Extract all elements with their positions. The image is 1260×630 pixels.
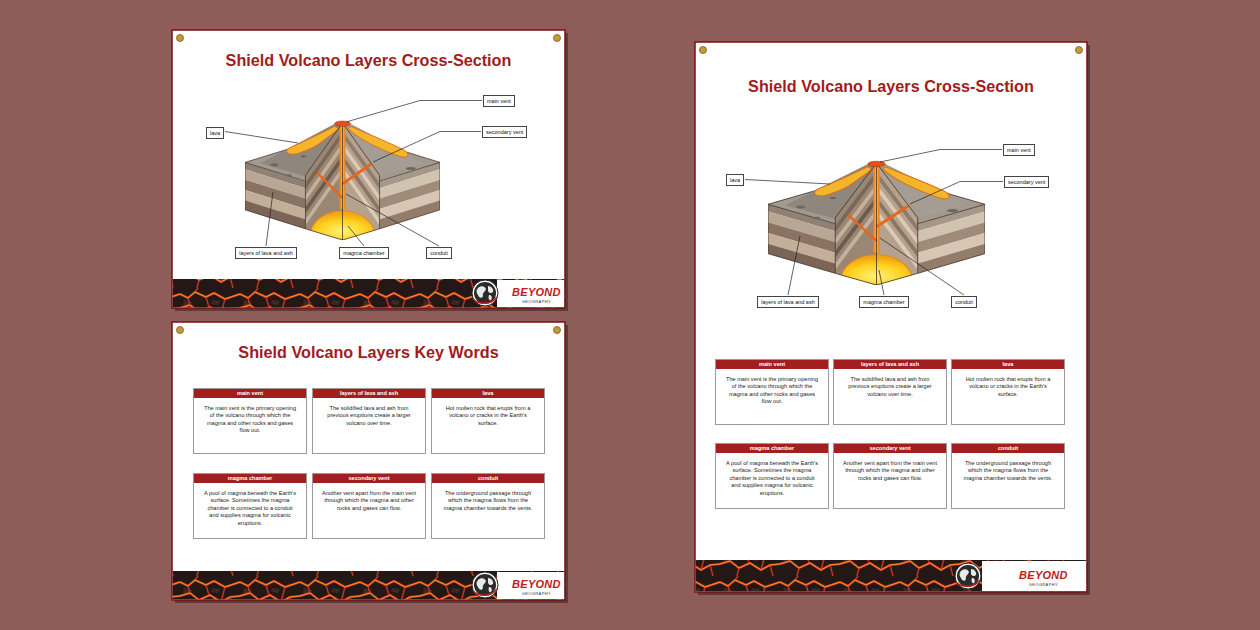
keyword-card: lavaHot molten rock that erupts from a v… bbox=[951, 359, 1065, 425]
card-definition: Hot molten rock that erupts from a volca… bbox=[432, 398, 544, 432]
logo-wordmark: BEYOND bbox=[512, 286, 561, 298]
card-heading: magma chamber bbox=[716, 444, 828, 453]
part-label: layers of lava and ash bbox=[235, 247, 297, 259]
part-label: secondary vent bbox=[482, 126, 527, 138]
card-heading: main vent bbox=[194, 389, 306, 398]
part-label: layers of lava and ash bbox=[757, 296, 819, 308]
keyword-card: main ventThe main vent is the primary op… bbox=[715, 359, 829, 425]
card-heading: lava bbox=[432, 389, 544, 398]
card-heading: lava bbox=[952, 360, 1064, 369]
part-label: conduit bbox=[951, 296, 977, 308]
leader-lines bbox=[745, 150, 1003, 296]
keyword-card: layers of lava and ashThe solidified lav… bbox=[312, 388, 426, 454]
globe-icon bbox=[472, 572, 498, 598]
poster-sheet bbox=[172, 322, 568, 603]
poster-title: Shield Volcano Layers Key Words bbox=[172, 341, 565, 363]
logo-subtitle: GEOGRAPHY bbox=[1029, 582, 1058, 587]
poster-sheet bbox=[695, 42, 1090, 595]
card-heading: layers of lava and ash bbox=[313, 389, 425, 398]
globe-icon bbox=[955, 563, 981, 589]
pin bbox=[554, 35, 561, 42]
part-label: main vent bbox=[1003, 144, 1035, 156]
part-label: magma chamber bbox=[859, 296, 908, 308]
card-definition: Another vent apart from the main vent th… bbox=[313, 483, 425, 517]
lava-footer bbox=[696, 560, 1087, 591]
poster-sheet bbox=[172, 30, 568, 311]
poster-title: Shield Volcano Layers Cross-Section bbox=[172, 49, 565, 71]
card-heading: conduit bbox=[952, 444, 1064, 453]
keyword-card: secondary ventAnother vent apart from th… bbox=[833, 443, 947, 509]
pin bbox=[177, 327, 184, 334]
poster: Shield Volcano Layers Cross-Section main … bbox=[172, 30, 565, 308]
keyword-card: lavaHot molten rock that erupts from a v… bbox=[431, 388, 545, 454]
card-definition: A pool of magma beneath the Earth's surf… bbox=[194, 483, 306, 532]
card-definition: The main vent is the primary opening of … bbox=[194, 398, 306, 440]
poster: Shield Volcano Layers Key Words main vent… bbox=[172, 322, 565, 600]
card-heading: magma chamber bbox=[194, 474, 306, 483]
card-heading: secondary vent bbox=[313, 474, 425, 483]
lava-footer bbox=[173, 571, 565, 599]
poster-title: Shield Volcano Layers Cross-Section bbox=[695, 75, 1087, 97]
keyword-card: layers of lava and ashThe solidified lav… bbox=[833, 359, 947, 425]
card-definition: The main vent is the primary opening of … bbox=[716, 369, 828, 411]
card-definition: The solidified lava and ash from previou… bbox=[834, 369, 946, 403]
part-label: secondary vent bbox=[1004, 176, 1049, 188]
keyword-card: main ventThe main vent is the primary op… bbox=[193, 388, 307, 454]
part-label: lava bbox=[726, 174, 744, 186]
keyword-card: secondary ventAnother vent apart from th… bbox=[312, 473, 426, 539]
part-label: conduit bbox=[426, 247, 452, 259]
volcano-illustration bbox=[245, 121, 440, 240]
logo-subtitle: GEOGRAPHY bbox=[522, 591, 551, 596]
card-definition: The underground passage through which th… bbox=[432, 483, 544, 517]
card-heading: main vent bbox=[716, 360, 828, 369]
poster: Shield Volcano Layers Cross-Section main … bbox=[695, 42, 1087, 592]
part-label: lava bbox=[206, 127, 224, 139]
part-label: magma chamber bbox=[339, 247, 388, 259]
card-definition: Another vent apart from the main vent th… bbox=[834, 453, 946, 487]
pin bbox=[554, 327, 561, 334]
logo-subtitle: GEOGRAPHY bbox=[522, 299, 551, 304]
keyword-card: conduitThe underground passage through w… bbox=[951, 443, 1065, 509]
logo-wordmark: BEYOND bbox=[1019, 569, 1068, 581]
globe-icon bbox=[472, 280, 498, 306]
card-heading: secondary vent bbox=[834, 444, 946, 453]
keyword-card: magma chamberA pool of magma beneath the… bbox=[715, 443, 829, 509]
pin bbox=[1076, 47, 1083, 54]
keyword-card: magma chamberA pool of magma beneath the… bbox=[193, 473, 307, 539]
leader-lines bbox=[225, 101, 482, 247]
card-definition: A pool of magma beneath the Earth's surf… bbox=[716, 453, 828, 502]
card-heading: conduit bbox=[432, 474, 544, 483]
logo-wordmark: BEYOND bbox=[512, 578, 561, 590]
pin bbox=[700, 47, 707, 54]
card-definition: Hot molten rock that erupts from a volca… bbox=[952, 369, 1064, 403]
card-heading: layers of lava and ash bbox=[834, 360, 946, 369]
card-definition: The underground passage through which th… bbox=[952, 453, 1064, 487]
part-label: main vent bbox=[483, 95, 515, 107]
card-definition: The solidified lava and ash from previou… bbox=[313, 398, 425, 432]
volcano-illustration bbox=[768, 161, 985, 285]
lava-footer bbox=[173, 279, 565, 307]
keyword-card: conduitThe underground passage through w… bbox=[431, 473, 545, 539]
pin bbox=[177, 35, 184, 42]
